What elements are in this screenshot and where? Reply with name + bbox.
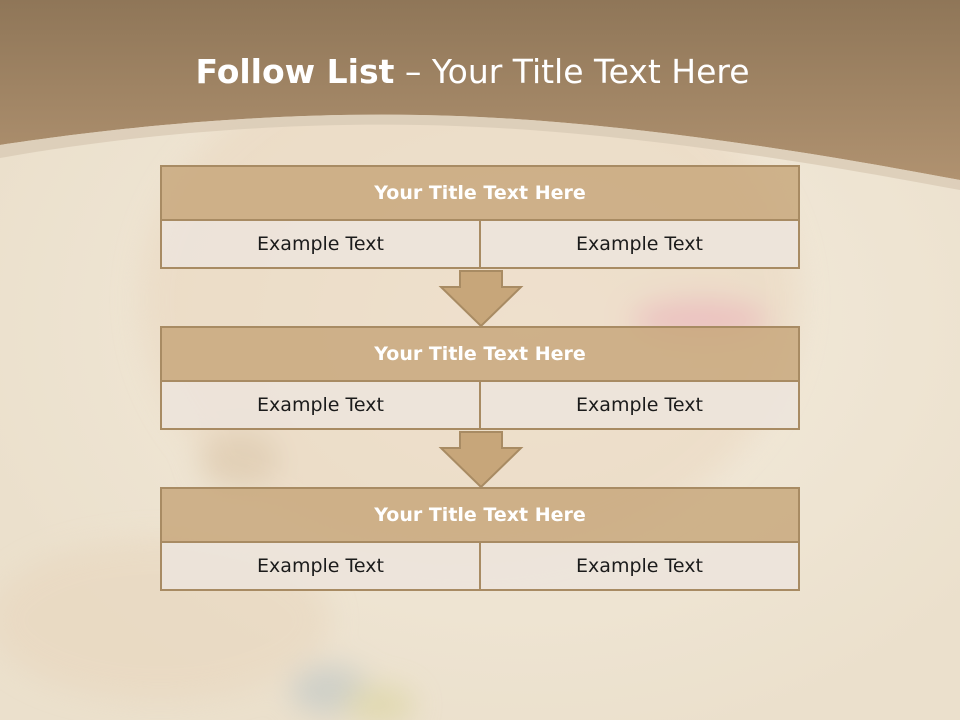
title-rest: – Your Title Text Here <box>394 52 750 91</box>
block-cell-right: Example Text <box>479 380 800 430</box>
down-arrow-icon <box>438 270 524 328</box>
block-row: Example Text Example Text <box>160 219 800 269</box>
title-bold: Follow List <box>195 52 395 91</box>
follow-block-3: Your Title Text Here Example Text Exampl… <box>160 487 800 591</box>
block-cell-left: Example Text <box>160 219 481 269</box>
follow-block-2: Your Title Text Here Example Text Exampl… <box>160 326 800 430</box>
block-header: Your Title Text Here <box>160 487 800 543</box>
follow-block-1: Your Title Text Here Example Text Exampl… <box>160 165 800 269</box>
block-row: Example Text Example Text <box>160 541 800 591</box>
block-cell-left: Example Text <box>160 380 481 430</box>
block-header: Your Title Text Here <box>160 326 800 382</box>
block-row: Example Text Example Text <box>160 380 800 430</box>
block-cell-right: Example Text <box>479 219 800 269</box>
block-cell-left: Example Text <box>160 541 481 591</box>
slide-title: Follow List – Your Title Text Here <box>0 52 945 91</box>
down-arrow-icon <box>438 431 524 489</box>
block-cell-right: Example Text <box>479 541 800 591</box>
block-header: Your Title Text Here <box>160 165 800 221</box>
